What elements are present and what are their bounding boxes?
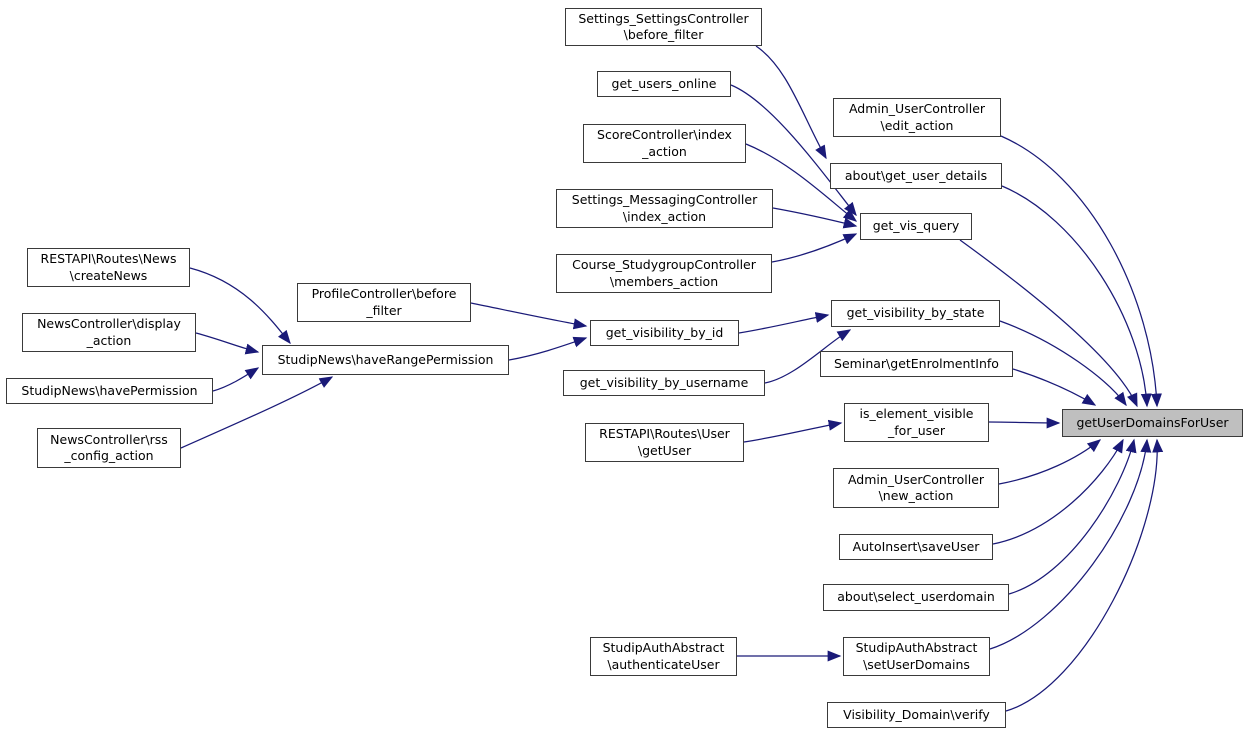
edge-have-permission-to-have-range-permission [212,367,260,392]
graph-node-profile-before-filter[interactable]: ProfileController\before _filter [297,283,471,322]
graph-node-get-user-domains-for-user: getUserDomainsForUser [1062,409,1243,437]
graph-node-get-users-online[interactable]: get_users_online [597,71,731,97]
edge-get-enrolment-info-to-get-user-domains-for-user [1012,368,1097,406]
edge-new-action-to-get-user-domains-for-user [998,439,1102,485]
graph-node-score-index-action[interactable]: ScoreController\index _action [583,124,746,163]
graph-node-display-action[interactable]: NewsController\display _action [22,313,196,352]
edge-get-visibility-by-id-to-get-visibility-by-state [738,312,830,334]
edge-profile-before-filter-to-get-visibility-by-id [470,302,588,330]
edge-members-action-to-get-vis-query [771,233,858,263]
graph-node-edit-action[interactable]: Admin_UserController \edit_action [833,98,1001,137]
edge-rss-config-action-to-have-range-permission [180,376,334,449]
graph-node-get-visibility-by-username[interactable]: get_visibility_by_username [563,370,765,396]
edge-save-user-to-get-user-domains-for-user [992,438,1124,545]
edge-settings-before-filter-to-get-user-details [755,45,827,160]
edge-get-visibility-by-state-to-get-user-domains-for-user [999,320,1127,407]
graph-node-rss-config-action[interactable]: NewsController\rss _config_action [37,428,181,468]
graph-node-select-userdomain[interactable]: about\select_userdomain [823,584,1009,611]
graph-node-get-user-details[interactable]: about\get_user_details [830,163,1002,189]
graph-node-new-action[interactable]: Admin_UserController \new_action [833,468,999,508]
edge-rest-get-user-to-is-element-visible [743,419,843,443]
graph-node-settings-before-filter[interactable]: Settings_SettingsController \before_filt… [565,8,762,46]
graph-node-authenticate-user[interactable]: StudipAuthAbstract \authenticateUser [590,637,737,676]
edge-edit-action-to-get-user-domains-for-user [1000,135,1162,408]
graph-node-get-enrolment-info[interactable]: Seminar\getEnrolmentInfo [820,351,1013,377]
edge-visibility-domain-verify-to-get-user-domains-for-user [1005,438,1164,712]
graph-node-create-news[interactable]: RESTAPI\Routes\News \createNews [27,248,190,287]
edge-display-action-to-have-range-permission [195,332,260,355]
edge-get-vis-query-to-get-user-domains-for-user [959,239,1138,408]
graph-node-get-vis-query[interactable]: get_vis_query [860,213,972,240]
edge-set-user-domains-to-get-user-domains-for-user [989,438,1152,650]
graph-node-get-visibility-by-id[interactable]: get_visibility_by_id [590,320,739,346]
graph-node-is-element-visible[interactable]: is_element_visible _for_user [844,403,989,442]
edge-messaging-index-action-to-get-vis-query [772,207,858,229]
edge-get-visibility-by-username-to-get-visibility-by-state [764,329,852,384]
edge-is-element-visible-to-get-user-domains-for-user [988,417,1061,429]
edge-score-index-action-to-get-vis-query [745,143,858,222]
edge-get-users-online-to-get-vis-query [730,84,857,217]
graph-node-messaging-index-action[interactable]: Settings_MessagingController \index_acti… [556,189,773,228]
graph-node-have-permission[interactable]: StudipNews\havePermission [6,378,213,404]
edge-get-user-details-to-get-user-domains-for-user [1001,185,1152,408]
graph-node-get-visibility-by-state[interactable]: get_visibility_by_state [831,300,1000,327]
edge-create-news-to-have-range-permission [189,267,291,345]
graph-node-set-user-domains[interactable]: StudipAuthAbstract \setUserDomains [843,637,990,676]
graph-node-save-user[interactable]: AutoInsert\saveUser [839,534,993,560]
graph-node-members-action[interactable]: Course_StudygroupController \members_act… [556,254,772,293]
graph-node-visibility-domain-verify[interactable]: Visibility_Domain\verify [827,702,1006,728]
graph-node-have-range-permission[interactable]: StudipNews\haveRangePermission [262,345,509,375]
edge-have-range-permission-to-get-visibility-by-id [508,336,588,361]
edge-select-userdomain-to-get-user-domains-for-user [1008,438,1137,595]
graph-node-rest-get-user[interactable]: RESTAPI\Routes\User \getUser [585,423,744,462]
